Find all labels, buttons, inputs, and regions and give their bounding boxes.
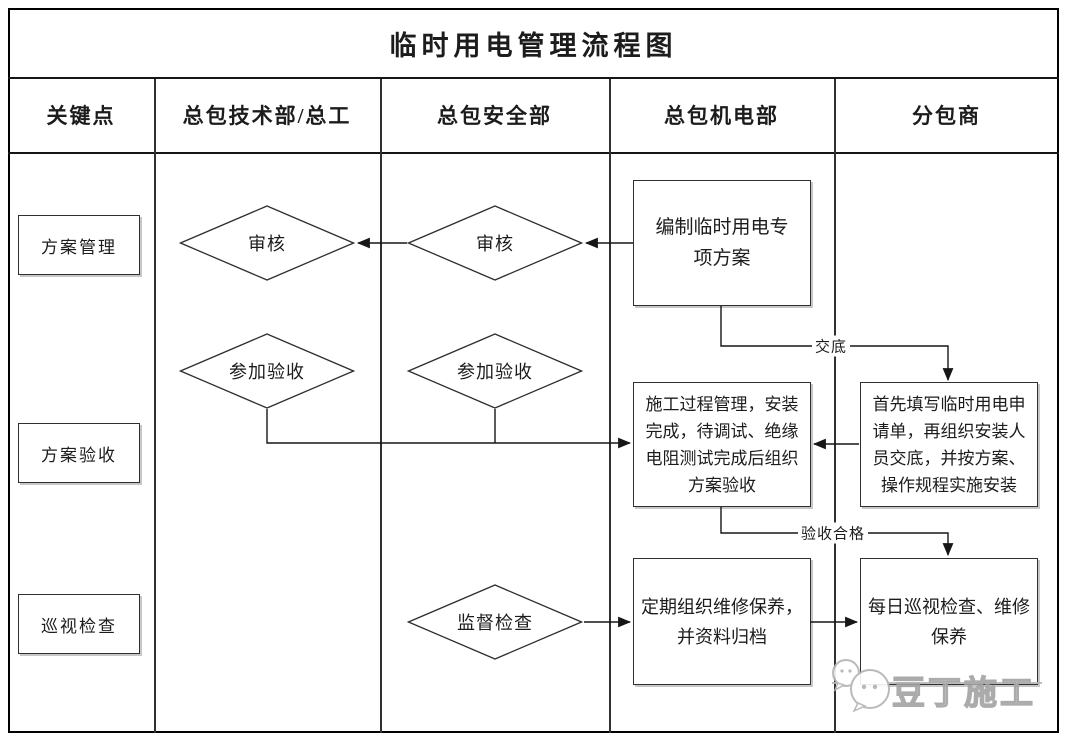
process-box-prepare-plan: 编制临时用电专项方案 — [633, 180, 811, 306]
watermark-line — [832, 682, 1042, 684]
diamond-shape — [407, 333, 583, 409]
header-row: 关键点 总包技术部/总工 总包安全部 总包机电部 分包商 — [8, 79, 1059, 151]
process-box-apply-and-install: 首先填写临时用电申请单，再组织安装人员交底，并按方案、操作规程实施安装 — [860, 382, 1038, 507]
process-box-periodic-maintenance: 定期组织维修保养，并资料归档 — [633, 558, 811, 685]
table-outer-border — [8, 8, 1059, 733]
decision-join-acceptance-safety: 参加验收 — [407, 333, 583, 409]
column-header-key-points: 关键点 — [46, 104, 116, 128]
column-divider-3 — [609, 79, 611, 733]
decision-join-acceptance-tech: 参加验收 — [179, 333, 355, 409]
column-header-general-me: 总包机电部 — [664, 104, 779, 128]
diamond-shape — [407, 584, 583, 660]
watermark-text: 豆丁施工 — [891, 675, 1036, 712]
decision-review-safety: 审核 — [407, 205, 583, 281]
decision-label: 审核 — [476, 234, 514, 254]
page-title: 临时用电管理流程图 — [389, 30, 678, 61]
key-box-patrol-inspection: 巡视检查 — [18, 594, 140, 654]
diamond-shape — [179, 205, 355, 281]
key-box-plan-management: 方案管理 — [18, 215, 140, 275]
decision-review-tech: 审核 — [179, 205, 355, 281]
decision-label: 监督检查 — [457, 613, 533, 633]
header-row-divider — [8, 152, 1059, 154]
diamond-shape — [407, 205, 583, 281]
edge-label-acceptance-pass: 验收合格 — [797, 522, 869, 544]
column-header-subcontractor: 分包商 — [912, 104, 981, 128]
decision-label: 参加验收 — [229, 362, 305, 382]
decision-label: 参加验收 — [457, 362, 533, 382]
decision-label: 审核 — [248, 234, 286, 254]
watermark-logo: 豆丁施工 — [830, 654, 1048, 714]
process-box-daily-patrol: 每日巡视检查、维修保养 — [860, 558, 1038, 685]
edge-label-handover: 交底 — [811, 335, 851, 357]
decision-supervise-check: 监督检查 — [407, 584, 583, 660]
column-divider-4 — [834, 79, 836, 733]
column-header-general-safety: 总包安全部 — [437, 104, 552, 128]
diamond-shape — [179, 333, 355, 409]
column-divider-1 — [154, 79, 156, 733]
key-box-plan-acceptance: 方案验收 — [18, 423, 140, 483]
column-divider-2 — [380, 79, 382, 733]
title-row-divider — [8, 77, 1059, 79]
process-box-construction-management: 施工过程管理，安装完成，待调试、绝缘电阻测试完成后组织方案验收 — [633, 382, 811, 507]
chat-bubbles-icon — [832, 659, 890, 713]
column-header-general-tech: 总包技术部/总工 — [182, 104, 352, 128]
